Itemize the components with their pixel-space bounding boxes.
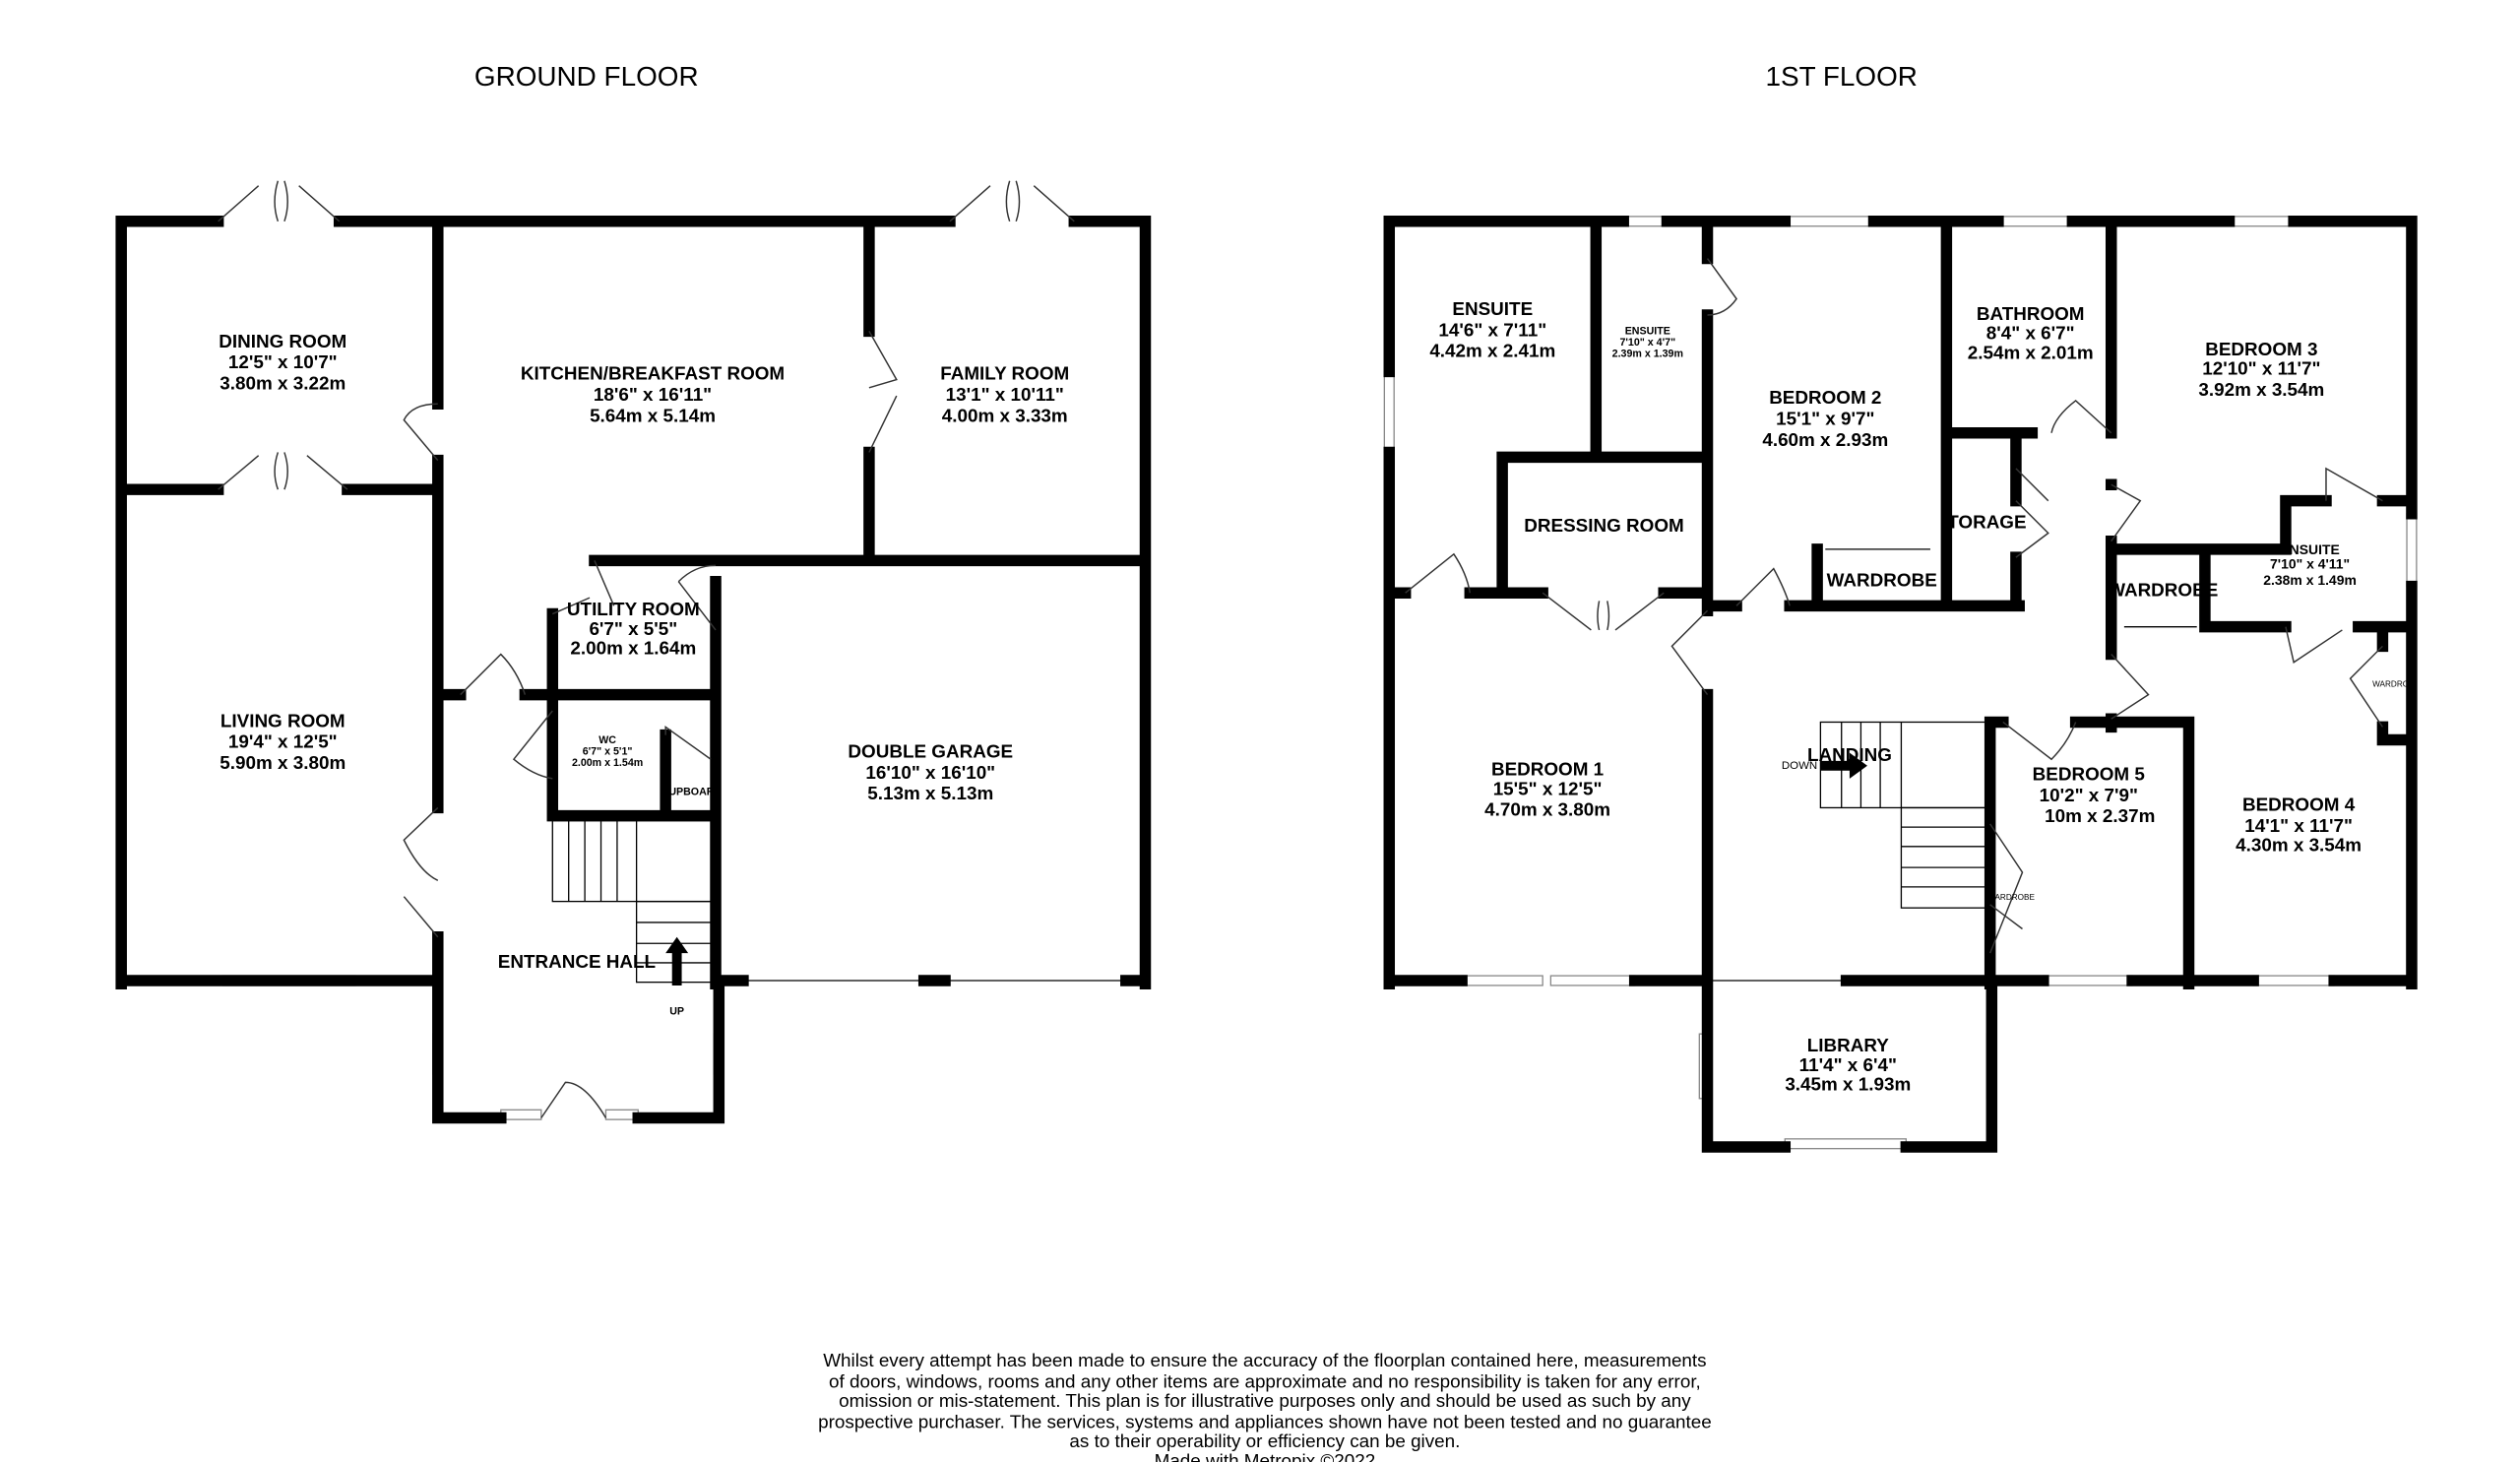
ground-floor-stairs bbox=[551, 819, 717, 985]
disclaimer: Whilst every attempt has been made to en… bbox=[818, 1350, 1712, 1462]
room-bedroom-1: BEDROOM 1 15'5" x 12'5" 4.70m x 3.80m bbox=[1484, 759, 1610, 820]
room-size-metric: 4.30m x 3.54m bbox=[2236, 835, 2362, 856]
room-entrance-hall: ENTRANCE HALL bbox=[498, 951, 656, 972]
disclaimer-line: omission or mis-statement. This plan is … bbox=[839, 1390, 1691, 1411]
first-floor-plan: ENSUITE 14'6" x 7'11" 4.42m x 2.41m ENSU… bbox=[1383, 216, 2418, 1153]
room-name: BEDROOM 5 bbox=[2033, 764, 2145, 785]
room-size-metric: 2.39m x 1.39m bbox=[1612, 349, 1683, 360]
room-size-metric: 5.13m x 5.13m bbox=[867, 783, 993, 803]
room-landing: LANDING bbox=[1807, 744, 1892, 765]
room-dressing: DRESSING ROOM bbox=[1524, 515, 1683, 536]
room-name: UTILITY ROOM bbox=[567, 599, 700, 619]
room-name: DINING ROOM bbox=[219, 331, 346, 351]
disclaimer-line: as to their operability or efficiency ca… bbox=[1069, 1430, 1460, 1451]
room-size-metric: 2.38m x 1.49m bbox=[2263, 572, 2357, 588]
room-name: BEDROOM 3 bbox=[2205, 339, 2317, 359]
room-size-imperial: 8'4" x 6'7" bbox=[1986, 323, 2075, 344]
ground-floor-plan: DINING ROOM 12'5" x 10'7" 3.80m x 3.22m … bbox=[115, 180, 1152, 1124]
first-floor-title: 1ST FLOOR bbox=[1766, 61, 1918, 92]
room-size-metric: 5.64m x 5.14m bbox=[590, 405, 716, 425]
room-size-imperial: 14'6" x 7'11" bbox=[1438, 319, 1546, 340]
room-living: LIVING ROOM 19'4" x 12'5" 5.90m x 3.80m bbox=[220, 710, 346, 773]
room-size-imperial: 18'6" x 16'11" bbox=[594, 384, 712, 405]
room-bedroom-2: BEDROOM 2 15'1" x 9'7" 4.60m x 2.93m bbox=[1762, 387, 1888, 450]
room-name: BEDROOM 2 bbox=[1769, 387, 1881, 408]
room-size-imperial: 10'2" x 7'9" bbox=[2040, 785, 2138, 805]
disclaimer-line: prospective purchaser. The services, sys… bbox=[818, 1412, 1712, 1432]
room-dining: DINING ROOM 12'5" x 10'7" 3.80m x 3.22m bbox=[219, 331, 346, 394]
ground-floor-title: GROUND FLOOR bbox=[474, 61, 699, 92]
room-kitchen: KITCHEN/BREAKFAST ROOM 18'6" x 16'11" 5.… bbox=[521, 363, 785, 426]
room-size-imperial: 16'10" x 16'10" bbox=[865, 762, 995, 783]
stairs-down-label: DOWN bbox=[1782, 760, 1817, 772]
credit: Made with Metropix ©2022 bbox=[1155, 1450, 1376, 1462]
room-ensuite-2: ENSUITE 7'10" x 4'7" 2.39m x 1.39m bbox=[1612, 326, 1683, 360]
room-size-metric: 4.00m x 3.33m bbox=[942, 405, 1068, 425]
room-utility: UTILITY ROOM 6'7" x 5'5" 2.00m x 1.64m bbox=[567, 599, 700, 658]
room-library: LIBRARY 11'4" x 6'4" 3.45m x 1.93m bbox=[1785, 1035, 1911, 1094]
room-name: ENSUITE bbox=[1625, 326, 1670, 338]
room-name: KITCHEN/BREAKFAST ROOM bbox=[521, 363, 785, 384]
room-wardrobe-bedroom-2: WARDROBE bbox=[1827, 570, 1937, 591]
room-size-imperial: 7'10" x 4'11" bbox=[2270, 556, 2350, 572]
room-size-metric: 2.00m x 1.64m bbox=[570, 638, 696, 659]
room-size-imperial: 13'1" x 10'11" bbox=[946, 384, 1064, 405]
room-bathroom: BATHROOM 8'4" x 6'7" 2.54m x 2.01m bbox=[1968, 303, 2094, 362]
room-bedroom-3: BEDROOM 3 12'10" x 11'7" 3.92m x 3.54m bbox=[2198, 339, 2324, 400]
room-wardrobe-bedroom-5: WARDROBE bbox=[1987, 893, 2035, 902]
first-floor-doors bbox=[1405, 258, 2384, 954]
stairs-up-label: UP bbox=[669, 1005, 684, 1017]
room-size-imperial: 19'4" x 12'5" bbox=[228, 731, 338, 752]
first-floor-stairs bbox=[1819, 721, 1988, 909]
room-size-imperial: 15'1" x 9'7" bbox=[1776, 409, 1874, 429]
room-size-imperial: 15'5" x 12'5" bbox=[1493, 778, 1603, 798]
room-name: DOUBLE GARAGE bbox=[848, 741, 1013, 762]
room-size-metric: 3.45m x 1.93m bbox=[1785, 1074, 1911, 1095]
room-size-imperial: 6'7" x 5'5" bbox=[589, 618, 677, 639]
room-bedroom-5: BEDROOM 5 10'2" x 7'9" 10m x 2.37m bbox=[2033, 764, 2156, 827]
room-family: FAMILY ROOM 13'1" x 10'11" 4.00m x 3.33m bbox=[940, 363, 1069, 426]
room-size-imperial: 11'4" x 6'4" bbox=[1799, 1054, 1897, 1075]
room-name: ENSUITE bbox=[1452, 298, 1533, 319]
room-garage: DOUBLE GARAGE 16'10" x 16'10" 5.13m x 5.… bbox=[848, 741, 1013, 804]
room-wc: WC 6'7" x 5'1" 2.00m x 1.54m bbox=[572, 734, 643, 769]
room-size-metric: 10m x 2.37m bbox=[2045, 805, 2155, 826]
room-name: WC bbox=[598, 734, 616, 746]
room-name: BATHROOM bbox=[1977, 303, 2085, 324]
room-bedroom-4: BEDROOM 4 14'1" x 11'7" 4.30m x 3.54m bbox=[2236, 795, 2362, 856]
disclaimer-line: of doors, windows, rooms and any other i… bbox=[829, 1371, 1701, 1392]
disclaimer-line: Whilst every attempt has been made to en… bbox=[823, 1350, 1706, 1370]
room-ensuite-3: ENSUITE 7'10" x 4'11" 2.38m x 1.49m bbox=[2263, 541, 2357, 588]
stairs-up-arrow-icon bbox=[665, 936, 689, 985]
room-wardrobe-bedroom-3: WARDROBE bbox=[2108, 579, 2218, 600]
first-floor-walls bbox=[1383, 216, 2418, 1153]
room-size-metric: 4.60m x 2.93m bbox=[1762, 429, 1888, 450]
room-size-imperial: 7'10" x 4'7" bbox=[1619, 337, 1675, 349]
room-size-metric: 2.00m x 1.54m bbox=[572, 757, 643, 769]
room-size-metric: 3.92m x 3.54m bbox=[2198, 379, 2324, 400]
room-size-metric: 5.90m x 3.80m bbox=[220, 752, 346, 773]
stairs-down-arrow-icon bbox=[1820, 752, 1867, 779]
ground-floor-walls bbox=[115, 216, 1152, 1124]
room-size-imperial: 6'7" x 5'1" bbox=[583, 745, 633, 757]
room-name: FAMILY ROOM bbox=[940, 363, 1069, 384]
room-storage: TORAGE bbox=[1947, 512, 2026, 533]
room-size-imperial: 12'10" x 11'7" bbox=[2202, 358, 2320, 379]
room-size-imperial: 12'5" x 10'7" bbox=[228, 351, 338, 372]
room-name: BEDROOM 4 bbox=[2242, 795, 2356, 815]
room-name: BEDROOM 1 bbox=[1491, 759, 1604, 780]
room-ensuite-1: ENSUITE 14'6" x 7'11" 4.42m x 2.41m bbox=[1429, 298, 1555, 361]
room-size-metric: 4.70m x 3.80m bbox=[1484, 799, 1610, 820]
ground-floor-doors bbox=[218, 180, 1075, 1118]
room-wardrobe-bedroom-4: WARDRO bbox=[2372, 679, 2409, 688]
room-name: LIVING ROOM bbox=[220, 710, 346, 731]
room-size-metric: 4.42m x 2.41m bbox=[1429, 341, 1555, 361]
room-size-metric: 2.54m x 2.01m bbox=[1968, 342, 2094, 362]
room-name: LIBRARY bbox=[1807, 1035, 1890, 1055]
room-cupboard: UPBOAR bbox=[668, 786, 714, 797]
room-name: ENSUITE bbox=[2280, 541, 2339, 557]
room-size-imperial: 14'1" x 11'7" bbox=[2244, 815, 2353, 836]
room-size-metric: 3.80m x 3.22m bbox=[220, 372, 346, 393]
